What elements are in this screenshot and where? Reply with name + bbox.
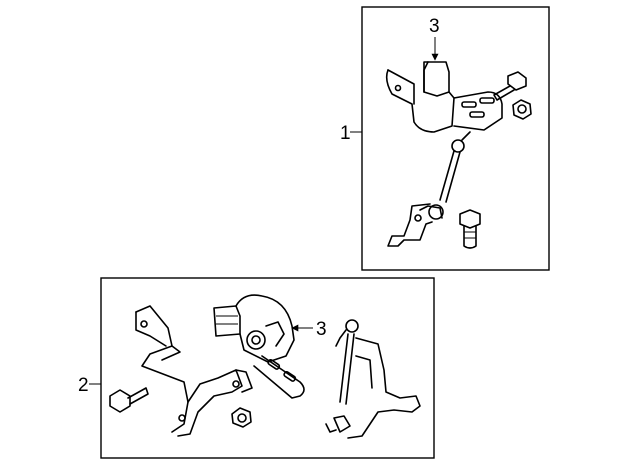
lower-bracket-top [387, 203, 443, 247]
nut-top [512, 99, 532, 120]
bolt-bottom [109, 387, 149, 413]
bolt-vertical [459, 209, 481, 249]
nut-bottom [231, 407, 252, 428]
callout-3-top: 3 [429, 16, 440, 37]
assembly-2-group: 2 3 [78, 277, 435, 459]
mounting-bracket [135, 305, 253, 437]
height-sensor-top [385, 61, 503, 133]
assembly-2-box [100, 277, 435, 459]
link-rod-top [428, 131, 471, 220]
link-rod-bottom [325, 319, 421, 439]
callout-2: 2 [78, 375, 89, 396]
height-sensor-bottom [213, 294, 305, 399]
assembly-1-group: 1 3 [340, 6, 550, 271]
assembly-1-box [361, 6, 550, 271]
callout-3-bottom: 3 [316, 319, 327, 340]
callout-1: 1 [340, 123, 351, 144]
bolt-top [493, 71, 527, 101]
